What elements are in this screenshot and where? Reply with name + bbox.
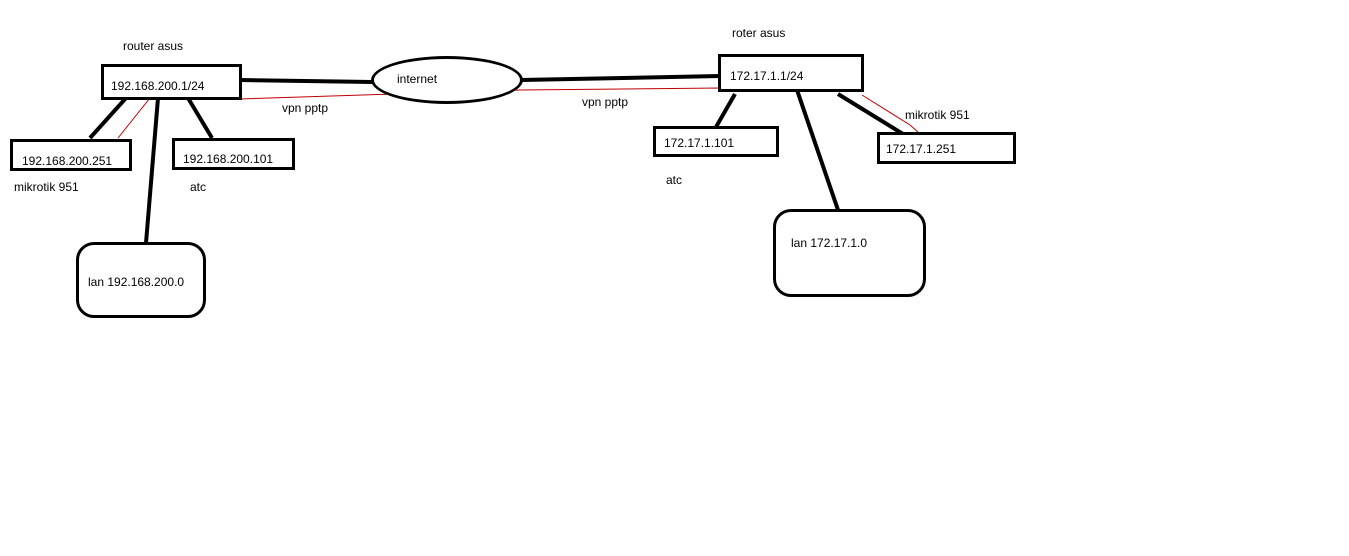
link-router-lan-left [144,97,160,244]
link-internet-router-right [520,74,721,82]
vpn-tunnel-line-right-end [861,94,919,133]
left-mikrotik-ip: 192.168.200.251 [22,154,113,168]
left-atc-label: atc [190,180,207,194]
left-mikrotik-box[interactable]: 192.168.200.251 [10,139,132,171]
vpn-label-right: vpn pptp [582,95,629,109]
link-router-internet-left [239,78,373,84]
vpn-label-left: vpn pptp [282,101,329,115]
left-router-box[interactable]: 192.168.200.1/24 [101,64,242,100]
left-atc-ip: 192.168.200.101 [183,152,274,166]
internet-cloud[interactable]: internet [371,56,523,104]
link-router-atc-right [714,93,737,128]
right-atc-label: atc [666,173,683,187]
left-router-label: router asus [123,39,184,53]
internet-label: internet [397,72,438,86]
link-router-mikrotik-left [88,96,128,140]
right-lan-label: lan 172.17.1.0 [791,236,868,250]
right-atc-ip: 172.17.1.101 [664,136,735,150]
right-mikrotik-label: mikrotik 951 [905,108,970,122]
link-router-mikrotik-right [836,92,905,136]
left-lan-label: lan 192.168.200.0 [88,275,185,289]
left-mikrotik-label: mikrotik 951 [14,180,79,194]
left-lan-box[interactable]: lan 192.168.200.0 [76,242,206,318]
left-atc-box[interactable]: 192.168.200.101 [172,138,295,170]
right-router-box[interactable]: 172.17.1.1/24 [718,54,864,92]
right-mikrotik-box[interactable]: 172.17.1.251 [877,132,1016,164]
right-atc-box[interactable]: 172.17.1.101 [653,126,779,157]
link-router-atc-left [186,96,214,140]
right-router-label: roter asus [732,26,786,40]
link-router-lan-right [795,89,840,211]
right-mikrotik-ip: 172.17.1.251 [886,142,957,156]
right-lan-box[interactable]: lan 172.17.1.0 [773,209,926,297]
left-router-ip: 192.168.200.1/24 [111,79,205,93]
right-router-ip: 172.17.1.1/24 [730,69,804,83]
